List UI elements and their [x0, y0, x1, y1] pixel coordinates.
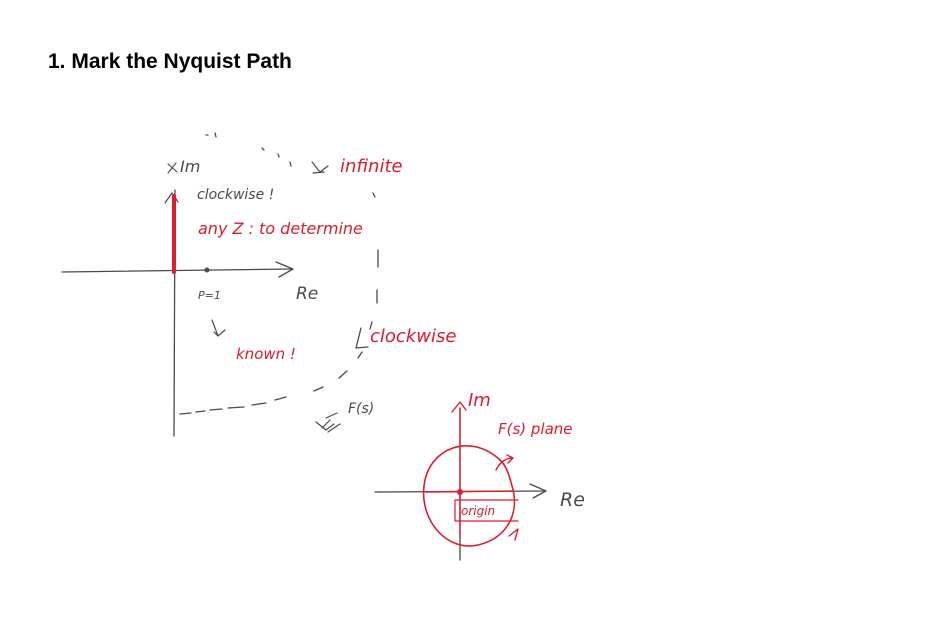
- origin-dot: [457, 489, 463, 495]
- z-note: any Z : to determine: [198, 219, 363, 238]
- pole-note: P=1: [198, 289, 221, 302]
- origin-label-box: [454, 499, 519, 522]
- f-plane-re-label: Re: [560, 489, 585, 511]
- mapping-label: F(s): [348, 401, 374, 417]
- f-plane-imag-axis-arrow: [451, 401, 467, 413]
- s-plane-re-label: Re: [296, 284, 318, 304]
- nyquist-circle: [422, 445, 516, 547]
- s-plane-real-axis: [61, 268, 293, 273]
- s-plane-im-label: Im: [180, 157, 200, 176]
- f-plane-sketch: [374, 401, 547, 561]
- f-plane-real-axis-red: [425, 490, 513, 493]
- mapping-arrow: [315, 412, 341, 433]
- s-plane-imag-axis-arrow: [164, 192, 179, 204]
- clockwise-pointer-arrow: [311, 161, 329, 174]
- clockwise-2-pointer: [355, 327, 369, 349]
- clockwise-note-2: clockwise: [370, 326, 456, 347]
- nyquist-circle-arrow-bottom: [508, 528, 519, 541]
- s-plane-sketch: [61, 132, 379, 437]
- known-pointer-arrow: [211, 319, 226, 337]
- infinite-note: infinite: [340, 156, 403, 177]
- contour-top-dashes: [205, 132, 376, 198]
- im-cross-mark: [167, 162, 178, 174]
- clockwise-note: clockwise !: [197, 187, 274, 203]
- s-plane-real-axis-arrow: [275, 261, 294, 278]
- f-plane-label: F(s) plane: [498, 420, 573, 438]
- known-note: known !: [236, 345, 296, 363]
- contour-bottom-dashes: [179, 396, 287, 415]
- pole-dot: [204, 267, 210, 273]
- page-title: 1. Mark the Nyquist Path: [48, 50, 292, 73]
- f-plane-real-axis-arrow: [529, 483, 547, 499]
- contour-right-dashes: [313, 249, 379, 392]
- origin-label: origin: [461, 504, 495, 518]
- nyquist-circle-arrow-top: [495, 454, 514, 471]
- f-plane-im-label: Im: [468, 390, 491, 411]
